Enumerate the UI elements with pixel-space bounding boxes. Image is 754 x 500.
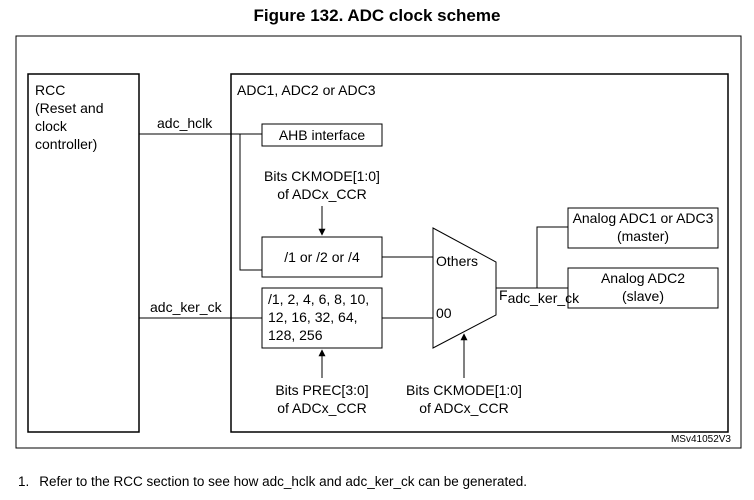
prescaler-line-1: /1, 2, 4, 6, 8, 10,	[268, 291, 369, 307]
rcc-label-line-2: (Reset and	[35, 100, 103, 116]
f-adc-ker-ck-label: Fadc_ker_ck	[499, 287, 580, 306]
analog-master-line-1: Analog ADC1 or ADC3	[573, 210, 714, 226]
footnote: 1. Refer to the RCC section to see how ad…	[18, 474, 527, 489]
footnote-text: Refer to the RCC section to see how adc_…	[39, 474, 528, 489]
master-branch-wire	[536, 226, 568, 288]
footnote-number: 1.	[18, 474, 30, 489]
analog-master-line-2: (master)	[617, 228, 669, 244]
adc-ker-ck-label: adc_ker_ck	[150, 299, 223, 315]
ckmode-bottom-line-2: of ADCx_CCR	[419, 400, 508, 416]
ckmode-top-line-1: Bits CKMODE[1:0]	[264, 168, 380, 184]
figure-title: Figure 132. ADC clock scheme	[253, 6, 501, 25]
adc-hclk-label: adc_hclk	[157, 115, 213, 131]
adc-block-label: ADC1, ADC2 or ADC3	[237, 82, 376, 98]
prescaler-line-2: 12, 16, 32, 64,	[268, 309, 358, 325]
ahb-interface-label: AHB interface	[279, 127, 366, 143]
hclk-branch-wire	[239, 134, 262, 271]
prescaler-line-3: 128, 256	[268, 327, 323, 343]
analog-master-block	[567, 207, 719, 249]
rcc-label-line-1: RCC	[35, 82, 65, 98]
ckmode-bottom-line-1: Bits CKMODE[1:0]	[406, 382, 522, 398]
clock-mux	[432, 227, 497, 349]
rcc-block	[27, 73, 140, 433]
analog-slave-block	[567, 267, 719, 309]
adc-block	[230, 73, 729, 433]
hclk-divider-label: /1 or /2 or /4	[284, 249, 360, 265]
rcc-label-line-3: clock	[35, 118, 68, 134]
mux-input-others: Others	[436, 253, 478, 269]
prec-line-2: of ADCx_CCR	[277, 400, 366, 416]
figure-id: MSv41052V3	[671, 434, 731, 445]
outer-frame	[15, 35, 742, 449]
ckmode-top-line-2: of ADCx_CCR	[277, 186, 366, 202]
ahb-interface-block	[261, 123, 383, 147]
prec-line-1: Bits PREC[3:0]	[275, 382, 368, 398]
mux-input-00: 00	[436, 305, 452, 321]
analog-slave-line-2: (slave)	[622, 288, 664, 304]
analog-slave-line-1: Analog ADC2	[601, 270, 685, 286]
rcc-label-line-4: controller)	[35, 136, 97, 152]
